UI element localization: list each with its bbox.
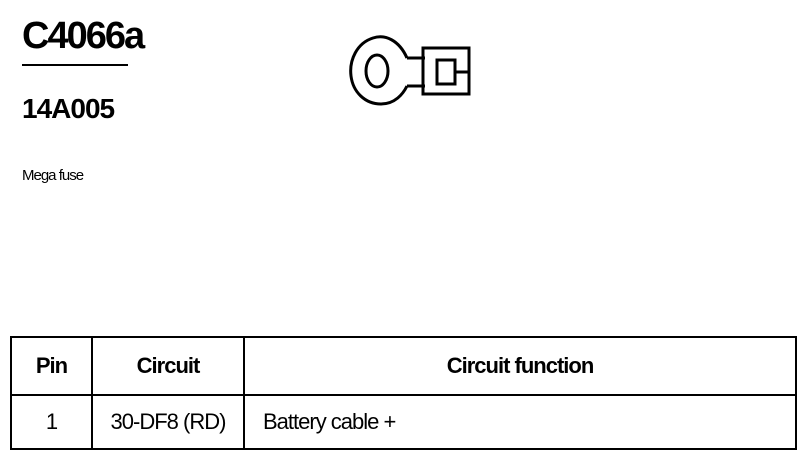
table-row: 1 30-DF8 (RD) Battery cable + [10,394,797,450]
cell-circuit: 30-DF8 (RD) [91,394,245,450]
ring-hole [364,53,390,89]
ring-outline [349,35,409,106]
header-circuit-function: Circuit function [243,336,797,396]
cell-pin: 1 [10,394,93,450]
header-circuit: Circuit [91,336,245,396]
header-pin: Pin [10,336,93,396]
title-divider [22,64,128,66]
connector-id: C4066a [22,15,145,57]
terminal-crimp [435,58,457,86]
pin-table: Pin Circuit Circuit function 1 30-DF8 (R… [10,336,797,450]
ring-terminal-connector-icon [349,35,471,106]
cell-circuit-function: Battery cable + [243,394,797,450]
table-header-row: Pin Circuit Circuit function [10,336,797,396]
connector-description: Mega fuse [22,167,84,184]
part-number: 14A005 [22,93,115,124]
